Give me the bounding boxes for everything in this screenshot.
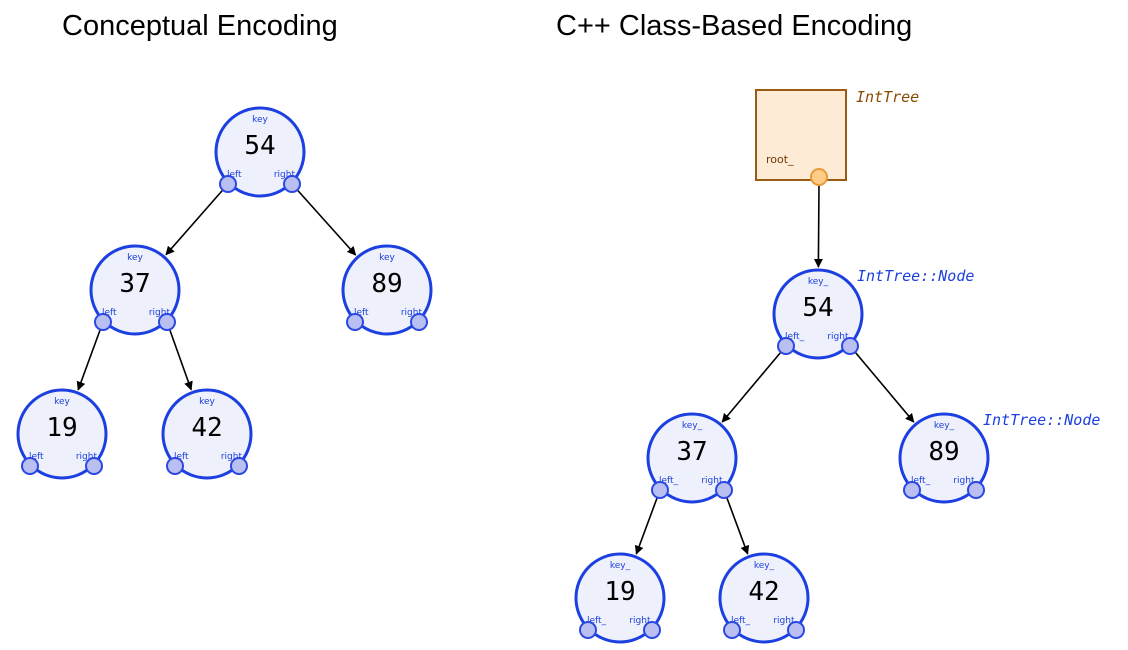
left-pointer-port [166,457,184,475]
edge-k54-right [849,345,915,423]
key-field-label: key_ [610,561,631,571]
key-field-label: key_ [934,421,955,431]
node-circle [341,244,433,336]
edge-c37-right [166,321,193,391]
left-field-label: left [102,308,117,318]
left-pointer-port [21,457,39,475]
left-field-label: left [29,452,44,462]
class-based-encoding-title: C++ Class-Based Encoding [556,10,913,42]
right-pointer-port [841,337,859,355]
edge-c54-right [291,183,357,256]
right-field-label: right [274,170,296,180]
right-field-label: right_ [701,476,727,486]
node-type-label: IntTree::Node [983,411,1100,429]
node-circle [161,388,253,480]
left-field-label: left [354,308,369,318]
left-pointer-port [346,313,364,331]
left-field-label: left_ [731,616,751,626]
key-field-label: key_ [754,561,775,571]
left-field-label: left_ [587,616,607,626]
right-pointer-port [230,457,248,475]
node-circle [89,244,181,336]
edge-k37-right [723,489,750,555]
node-circle [574,552,666,644]
node-circle [16,388,108,480]
left-pointer-port [723,621,741,639]
class-node-89: key_ 89 left_ right_ [898,412,990,504]
left-pointer-port [903,481,921,499]
node-value: 89 [928,437,959,467]
node-value: 19 [604,577,635,607]
left-field-label: left_ [659,476,679,486]
node-value: 42 [748,577,779,607]
left-pointer-port [651,481,669,499]
class-node-37: key_ 37 left_ right_ [646,412,738,504]
node-value: 42 [191,413,222,443]
right-pointer-port [967,481,985,499]
inttree-type-label: IntTree [856,88,919,106]
class-node-42: key_ 42 left_ right_ [718,552,810,644]
key-field-label: key [127,253,143,263]
key-field-label: key [54,397,70,407]
right-pointer-port [158,313,176,331]
right-field-label: right_ [629,616,655,626]
conceptual-encoding-title: Conceptual Encoding [62,10,338,42]
right-pointer-port [643,621,661,639]
right-field-label: right [221,452,243,462]
inttree-box [755,89,847,181]
left-pointer-port [94,313,112,331]
right-pointer-port [85,457,103,475]
left-field-label: left_ [911,476,931,486]
node-circle [646,412,738,504]
node-value: 37 [119,269,150,299]
right-field-label: right_ [953,476,979,486]
node-value: 54 [802,293,833,323]
right-field-label: right [401,308,423,318]
node-value: 37 [676,437,707,467]
node-value: 19 [46,413,77,443]
node-value: 89 [371,269,402,299]
right-field-label: right [76,452,98,462]
node-circle [772,268,864,360]
right-field-label: right_ [773,616,799,626]
left-field-label: left [227,170,242,180]
right-pointer-port [283,175,301,193]
key-field-label: key [252,115,268,125]
root-pointer-port [810,168,828,186]
node-circle [718,552,810,644]
root-field-label: root_ [766,153,794,166]
key-field-label: key_ [808,277,829,287]
key-field-label: key [199,397,215,407]
key-field-label: key_ [682,421,703,431]
class-node-54: key_ 54 left_ right_ [772,268,864,360]
edge-k54-left [721,345,787,423]
edge-root-root_ [813,184,823,268]
node-type-label: IntTree::Node [857,267,974,285]
left-pointer-port [579,621,597,639]
node-value: 54 [244,131,275,161]
left-pointer-port [777,337,795,355]
right-field-label: right [149,308,171,318]
edge-c54-left [165,183,229,256]
right-pointer-port [787,621,805,639]
node-circle [898,412,990,504]
right-pointer-port [410,313,428,331]
right-pointer-port [715,481,733,499]
left-field-label: left_ [785,332,805,342]
key-field-label: key [379,253,395,263]
left-field-label: left [174,452,189,462]
right-field-label: right_ [827,332,853,342]
node-circle [214,106,306,198]
left-pointer-port [219,175,237,193]
edge-c37-left [76,321,104,391]
class-node-19: key_ 19 left_ right_ [574,552,666,644]
inttree-object: root_ IntTree [755,88,919,186]
edge-k37-left [634,489,661,555]
